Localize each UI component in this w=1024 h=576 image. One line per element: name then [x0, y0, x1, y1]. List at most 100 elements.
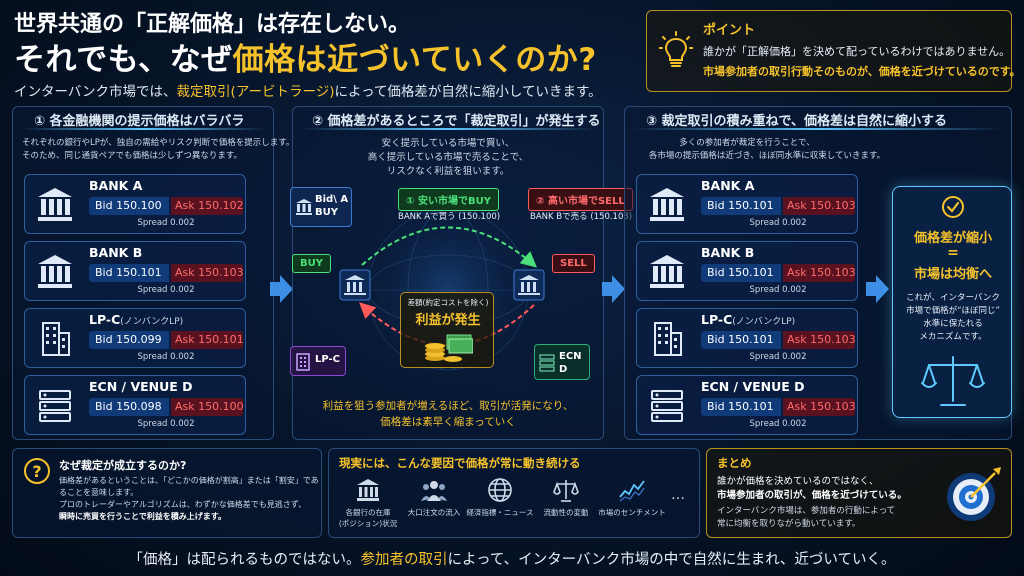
- bank-icon: [35, 252, 75, 292]
- footer-message: 「価格」は配られるものではない。参加者の取引によって、インターバンク市場の中で自…: [0, 548, 1024, 569]
- factor-item: 各銀行の在庫(ポジション)状況: [333, 477, 403, 529]
- why-line4: 瞬時に売買を行うことで利益を積み上げます。: [59, 512, 226, 521]
- quote-card-name: BANK A: [89, 178, 142, 193]
- result-desc2: 市場で価格が“ほぼ同じ”: [906, 306, 1000, 316]
- spread-value: Spread 0.002: [749, 218, 807, 228]
- section2-note1: 安く提示している市場で買い、: [381, 138, 515, 149]
- factor-item: 市場のセンチメント: [597, 477, 667, 518]
- quote-card-subtitle: (ノンバンクLP): [732, 317, 796, 327]
- factor-item: 経済指標・ニュース: [465, 477, 535, 518]
- ask-price: Ask 150.103: [783, 197, 856, 215]
- building-icon: [647, 319, 687, 359]
- section1-divider: [20, 128, 266, 130]
- why-line2: ることを意味します。: [59, 488, 139, 497]
- headline-line2: それでも、なぜ価格は近づいていくのか?: [14, 34, 597, 79]
- bank-node-left: [339, 269, 371, 301]
- quote-card-title: LP-C: [701, 312, 733, 327]
- quote-card-title: ECN / VENUE D: [701, 379, 805, 394]
- bid-price: Bid 150.101: [701, 398, 781, 416]
- bid-price: Bid 150.100: [89, 197, 169, 215]
- point-line1: 誰かが「正解価格」を決めて配っているわけではありません。: [703, 45, 1011, 58]
- why-title: なぜ裁定が成立するのか?: [59, 459, 187, 472]
- quote-card-title: BANK B: [89, 245, 143, 260]
- sell-step-sub: BANK Bで売る (150.103): [530, 212, 633, 222]
- result-box: 価格差が縮小 = 市場は均衡へ これが、インターバンク 市場で価格が“ほぼ同じ”…: [892, 186, 1012, 418]
- point-line2: 市場参加者の取引行動そのものが、価格を近づけているのです。: [703, 65, 1021, 78]
- quote-card-name: BANK B: [701, 245, 754, 260]
- globe-icon: [465, 477, 535, 503]
- spread-value: Spread 0.002: [137, 218, 195, 228]
- section2-divider: [300, 128, 596, 130]
- section3-note1: 多くの参加者が裁定を行うことで、: [679, 138, 815, 148]
- quote-card-name: ECN / VENUE D: [701, 379, 805, 394]
- point-box: ポイント 誰かが「正解価格」を決めて配っているわけではありません。 市場参加者の…: [646, 10, 1021, 92]
- lightbulb-icon: [659, 31, 693, 67]
- point-title: ポイント: [703, 23, 756, 38]
- quote-card-name: BANK A: [701, 178, 754, 193]
- subtitle-pre: インターバンク市場では、: [14, 84, 177, 100]
- factor-label: 市場のセンチメント: [598, 508, 666, 517]
- quote-card-title: BANK A: [89, 178, 143, 193]
- bank-icon: [296, 199, 312, 215]
- question-icon: ?: [24, 458, 50, 484]
- result-desc4: メカニズムです。: [919, 332, 987, 342]
- arrow-right-icon: [866, 275, 889, 303]
- section2-heading: ② 価格差があるところで「裁定取引」が発生する: [312, 114, 601, 129]
- footer-post: によって、インターバンク市場の中で自然に生まれ、近づいていく。: [447, 552, 896, 568]
- quote-card-title: ECN / VENUE D: [89, 379, 193, 394]
- ask-price: Ask 150.101: [171, 331, 244, 349]
- summary-title: まとめ: [717, 456, 752, 470]
- quote-card-title: LP-C: [89, 312, 121, 327]
- quote-card-name: BANK B: [89, 245, 142, 260]
- arrow-right-icon: [602, 275, 625, 303]
- subtitle: インターバンク市場では、裁定取引(アービトラージ)によって価格差が自然に縮小して…: [14, 80, 602, 100]
- profit-note: 差額(約定コストを除く): [407, 298, 489, 307]
- factor-label: 経済指標・ニュース: [466, 508, 534, 517]
- bank-icon: [35, 185, 75, 225]
- ask-price: Ask 150.103: [783, 331, 856, 349]
- bid-price: Bid 150.099: [89, 331, 169, 349]
- factor-label: 大口注文の流入: [407, 508, 461, 517]
- section3-divider: [632, 128, 1004, 130]
- lp-node-label: LP-C: [315, 354, 341, 365]
- bid-price: Bid 150.101: [89, 264, 169, 282]
- result-desc1: これが、インターバンク: [906, 293, 1000, 303]
- spread-value: Spread 0.002: [137, 419, 195, 429]
- factor-item: 流動性の変動: [531, 477, 601, 518]
- profit-title: 利益が発生: [415, 313, 481, 328]
- bank-icon: [333, 477, 403, 503]
- arrow-right-icon: [270, 275, 293, 303]
- factor-label: 流動性の変動: [543, 508, 589, 517]
- section3-heading: ③ 裁定取引の積み重ねで、価格差は自然に縮小する: [646, 114, 948, 129]
- spread-value: Spread 0.002: [749, 352, 807, 362]
- server-icon: [539, 354, 555, 372]
- spread-value: Spread 0.002: [137, 352, 195, 362]
- summary-line4: 常に均衡を取りながら動いています。: [717, 519, 861, 529]
- summary-line2: 市場参加者の取引が、価格を近づけている。: [717, 490, 907, 501]
- summary-line1: 誰かが価格を決めているのではなく、: [717, 476, 879, 487]
- quote-card-name: LP-C(ノンバンクLP): [701, 312, 795, 327]
- money-icon: [425, 334, 473, 362]
- ecn-node: ECN D: [534, 344, 590, 380]
- building-icon: [296, 353, 310, 371]
- bid-ask-node-label: Bid\ A BUY: [315, 194, 349, 218]
- headline-line1: 世界共通の「正解価格」は存在しない。: [14, 12, 411, 37]
- section1-note1: それぞれの銀行やLPが、独自の需給やリスク判断で価格を提示します。: [22, 138, 295, 148]
- why-line1: 価格差があるということは、「どこかの価格が割高」または「割安」であ: [59, 476, 319, 485]
- buy-step-sub: BANK Aで買う (150.100): [398, 212, 501, 222]
- server-icon: [35, 386, 75, 426]
- section1-note2: そのため、同じ通貨ペアでも価格は少しずつ異なります。: [22, 151, 242, 161]
- bid-price: Bid 150.101: [701, 264, 781, 282]
- why-line3: プロのトレーダーやアルゴリズムは、わずかな価格差でも見逃さず、: [59, 500, 307, 509]
- bid-price: Bid 150.098: [89, 398, 169, 416]
- bank-node-right: [513, 269, 545, 301]
- section2-bottom1: 利益を狙う参加者が増えるほど、取引が活発になり、: [322, 400, 574, 412]
- scale-icon: [531, 477, 601, 503]
